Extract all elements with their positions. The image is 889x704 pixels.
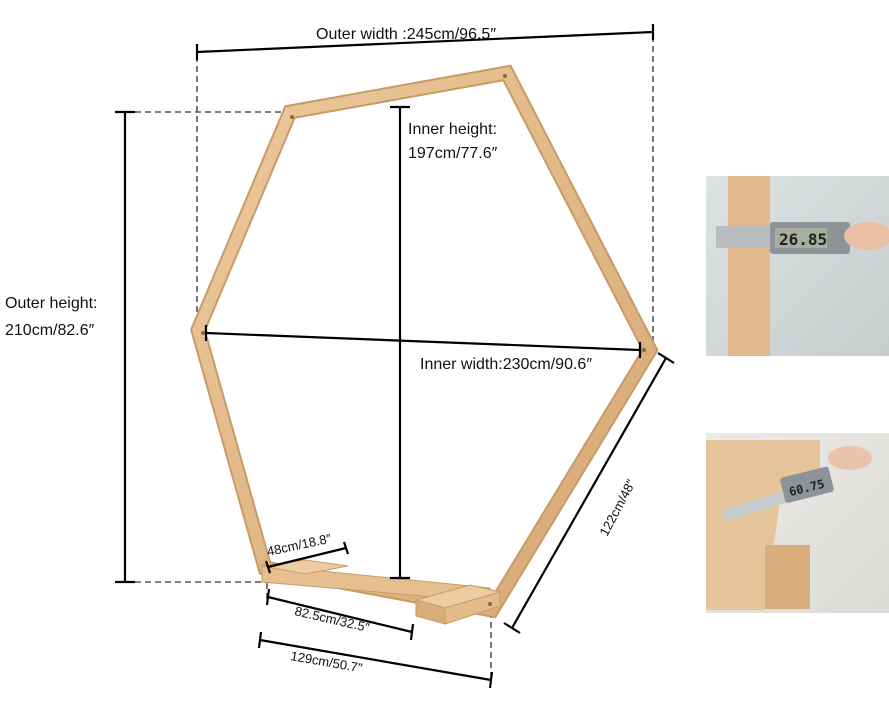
outer-width-dimension: Outer width :245cm/96.5″ <box>195 24 655 60</box>
inner-height-dimension: Inner height: 197cm/77.6″ <box>390 105 498 580</box>
base-inner-label: 82.5cm/32.5″ <box>293 603 371 635</box>
base-outer-dimension: 129cm/50.7″ <box>257 631 494 689</box>
guide-lines <box>125 36 654 680</box>
side-length-label: 122cm/48″ <box>596 477 638 539</box>
inner-width-label: Inner width:230cm/90.6″ <box>420 356 592 373</box>
outer-height-value: 210cm/82.6″ <box>5 322 95 339</box>
inner-height-label: Inner height: <box>408 121 497 138</box>
outer-width-label: Outer width :245cm/96.5″ <box>316 26 496 43</box>
outer-height-label: Outer height: <box>5 295 98 312</box>
inner-height-value: 197cm/77.6″ <box>408 145 498 162</box>
inner-width-dimension: Inner width:230cm/90.6″ <box>204 325 642 373</box>
caliper-photo-2: 60.75 <box>706 433 889 613</box>
side-length-dimension: 122cm/48″ <box>503 352 675 634</box>
outer-height-dimension: Outer height: 210cm/82.6″ <box>5 110 135 584</box>
caliper-photo-1: 26.85 <box>706 176 889 356</box>
caliper-reading-1: 26.85 <box>779 230 827 249</box>
hexagon-arch-frame <box>190 64 659 625</box>
